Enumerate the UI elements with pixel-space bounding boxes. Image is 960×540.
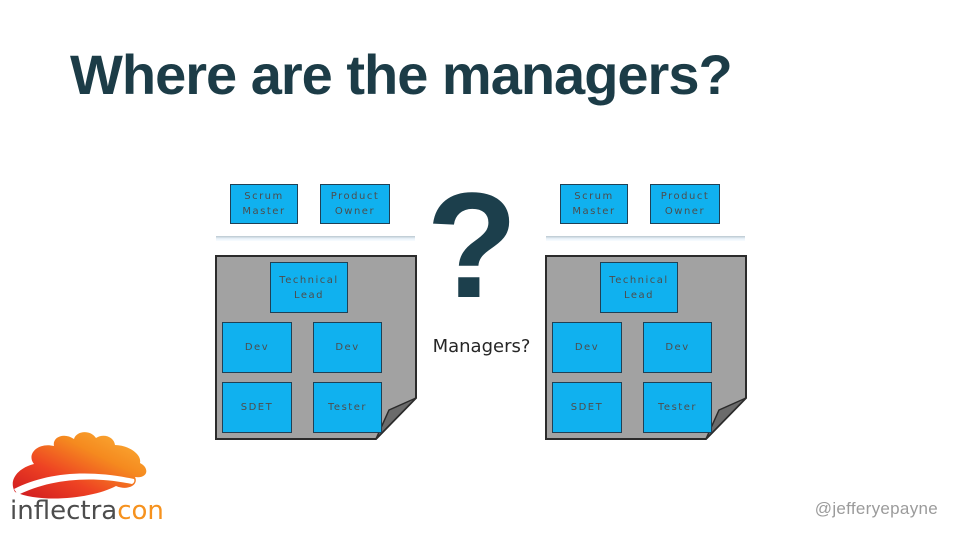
logo-wordmark: inflectracon bbox=[10, 496, 164, 526]
technical-lead-box: Technical Lead bbox=[270, 262, 348, 313]
tester-box: Tester bbox=[643, 382, 712, 433]
team-diagram-left: Scrum Master Product Owner Technical Lea… bbox=[215, 183, 417, 440]
team-diagram-right: Scrum Master Product Owner Technical Lea… bbox=[545, 183, 747, 440]
panel-folded-corner bbox=[375, 397, 417, 440]
product-owner-box: Product Owner bbox=[650, 184, 720, 224]
product-owner-box: Product Owner bbox=[320, 184, 390, 224]
sdet-box: SDET bbox=[552, 382, 622, 433]
dev-box: Dev bbox=[313, 322, 382, 373]
flame-icon bbox=[12, 432, 147, 499]
panel-folded-corner bbox=[705, 397, 747, 440]
sdet-box: SDET bbox=[222, 382, 292, 433]
flame-white-swoosh bbox=[14, 473, 135, 495]
twitter-handle: @jefferyepayne bbox=[814, 499, 938, 518]
divider-line bbox=[216, 236, 415, 241]
big-question-mark: ? bbox=[426, 161, 518, 329]
slide-title: Where are the managers? bbox=[70, 43, 733, 106]
scrum-master-box: Scrum Master bbox=[560, 184, 628, 224]
inflectracon-logo: inflectracon bbox=[8, 428, 178, 533]
managers-caption: Managers? bbox=[432, 336, 531, 357]
logo-text-gray: inflectra bbox=[10, 496, 118, 526]
dev-box: Dev bbox=[643, 322, 712, 373]
logo-text-orange: con bbox=[117, 496, 164, 526]
scrum-master-box: Scrum Master bbox=[230, 184, 298, 224]
technical-lead-box: Technical Lead bbox=[600, 262, 678, 313]
tester-box: Tester bbox=[313, 382, 382, 433]
divider-line bbox=[546, 236, 745, 241]
dev-box: Dev bbox=[552, 322, 622, 373]
dev-box: Dev bbox=[222, 322, 292, 373]
